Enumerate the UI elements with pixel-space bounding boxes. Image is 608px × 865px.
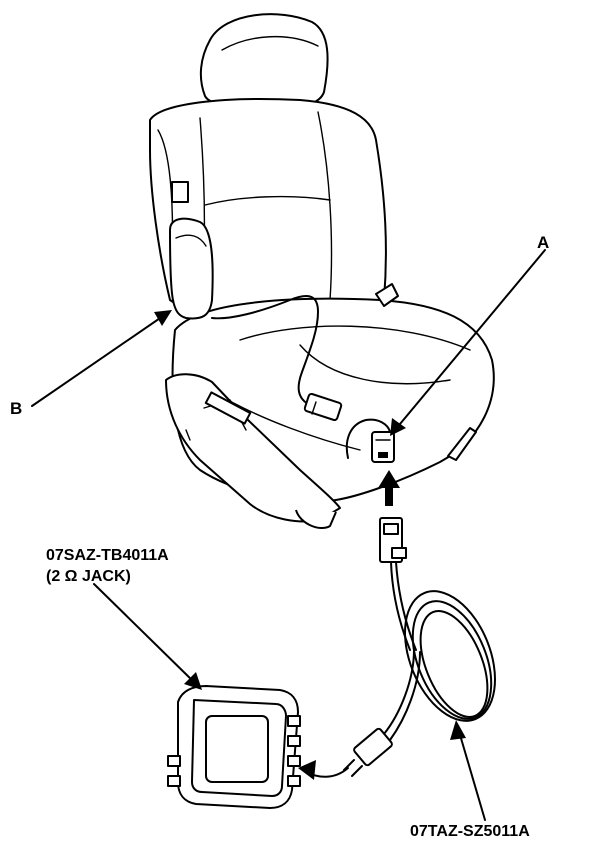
leader-jack (93, 583, 197, 685)
airbag-harness-wire (211, 295, 319, 405)
side-airbag-module (169, 217, 214, 320)
label-a: A (537, 233, 549, 252)
leader-harness (457, 727, 486, 821)
connect-arrow-head (298, 760, 316, 780)
label-jack-part-number: 07SAZ-TB4011A (46, 547, 169, 564)
test-harness (343, 517, 496, 777)
leader-b (31, 313, 167, 407)
insert-arrow (378, 470, 400, 506)
label-b: B (10, 399, 22, 418)
jack-box (167, 685, 301, 809)
headrest (199, 13, 329, 111)
label-jack-description: (2 Ω JACK) (46, 568, 131, 585)
seat-back-tab (171, 181, 189, 203)
harness-connector (303, 392, 343, 422)
connector-a (371, 431, 395, 463)
label-harness-part-number: 07TAZ-SZ5011A (410, 823, 530, 840)
leader-a (394, 249, 546, 431)
